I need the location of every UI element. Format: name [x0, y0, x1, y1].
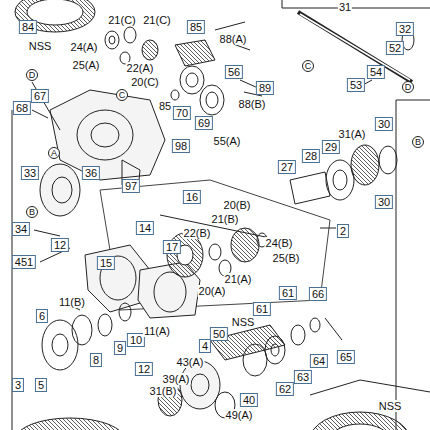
callout-number: 25(A) [72, 59, 101, 71]
callout-number: 33 [21, 166, 39, 180]
callout-number: 55(A) [213, 135, 242, 147]
circle-reference: D [26, 69, 38, 81]
callout-number: 2 [337, 224, 349, 238]
circle-reference: A [48, 147, 60, 159]
callout-number: 20(B) [223, 199, 252, 211]
callout-number: NSS [231, 316, 256, 328]
callout-number: 8 [90, 353, 102, 367]
callout-number: 40 [240, 393, 258, 407]
callout-number: 451 [12, 255, 36, 269]
callout-number: 64 [310, 354, 328, 368]
callout-number: 85 [158, 100, 172, 112]
callout-number: 65 [337, 350, 355, 364]
callout-number: 5 [35, 378, 47, 392]
callout-number: 21(C) [142, 14, 172, 26]
circle-reference: D [402, 81, 414, 93]
callout-number: 30 [375, 195, 393, 209]
callout-number: 36 [82, 166, 100, 180]
callout-number: 32 [396, 22, 414, 36]
callout-number: 21(B) [211, 213, 240, 225]
callout-number: 17 [163, 240, 181, 254]
callout-number: 50 [210, 327, 228, 341]
callout-number: 29 [322, 140, 340, 154]
callout-number: 27 [278, 160, 296, 174]
callout-number: 69 [195, 116, 213, 130]
callout-number: 11(B) [58, 296, 86, 308]
circle-reference: C [116, 89, 128, 101]
circle-reference: B [412, 136, 424, 148]
callout-number: 49(A) [225, 409, 254, 421]
callout-number: 63 [294, 370, 312, 384]
callout-number: 22(B) [183, 227, 212, 239]
callout-number: 20(A) [198, 285, 227, 297]
callout-number: NSS [378, 400, 403, 412]
callout-number: 43(A) [176, 356, 205, 368]
callout-number: 52 [386, 41, 404, 55]
callout-number: 66 [309, 287, 327, 301]
callout-number: 98 [172, 139, 190, 153]
callout-number: 62 [276, 382, 294, 396]
callout-number: 67 [31, 89, 49, 103]
callout-number: 68 [13, 101, 31, 115]
callout-number: 6 [36, 309, 48, 323]
callout-number: 28 [302, 149, 320, 163]
callout-number: 56 [225, 65, 243, 79]
callout-number: 21(A) [224, 273, 253, 285]
callout-number: 30 [375, 117, 393, 131]
callout-number: 85 [187, 20, 205, 34]
callout-number: 22(A) [126, 62, 155, 74]
callout-number: 11(A) [143, 325, 171, 337]
callout-number: 61 [279, 286, 297, 300]
callout-number: 4 [199, 339, 211, 353]
callout-number: 25(B) [272, 252, 301, 264]
callout-number: 61 [253, 302, 271, 316]
callout-number: 12 [135, 362, 153, 376]
callout-number: 39(A) [162, 373, 191, 385]
callout-number: 88(A) [219, 33, 248, 45]
callout-number: 70 [173, 106, 191, 120]
callout-number: 88(B) [238, 98, 267, 110]
callout-number: 31(A) [338, 128, 367, 140]
callout-number: 54 [367, 65, 385, 79]
callout-number: 97 [122, 179, 140, 193]
callout-number: NSS [28, 40, 53, 52]
callout-number: 84 [19, 20, 37, 34]
callout-number: 9 [114, 341, 126, 355]
callout-number: 53 [347, 78, 365, 92]
callout-number: 89 [256, 81, 274, 95]
callout-number: 15 [97, 256, 115, 270]
callout-number: 3 [12, 378, 24, 392]
callout-number: 31(B) [149, 385, 178, 397]
circle-reference: C [302, 60, 314, 72]
callout-number: 16 [183, 190, 201, 204]
callout-number: 14 [136, 221, 154, 235]
callout-number: 31 [338, 1, 352, 13]
callout-number: 21(C) [107, 14, 137, 26]
callout-number: 24(B) [265, 237, 294, 249]
callout-number: 24(A) [70, 41, 99, 53]
callout-number: 34 [12, 222, 30, 236]
callout-number: 12 [51, 238, 69, 252]
circle-reference: B [26, 206, 38, 218]
callout-number: 20(C) [130, 76, 160, 88]
